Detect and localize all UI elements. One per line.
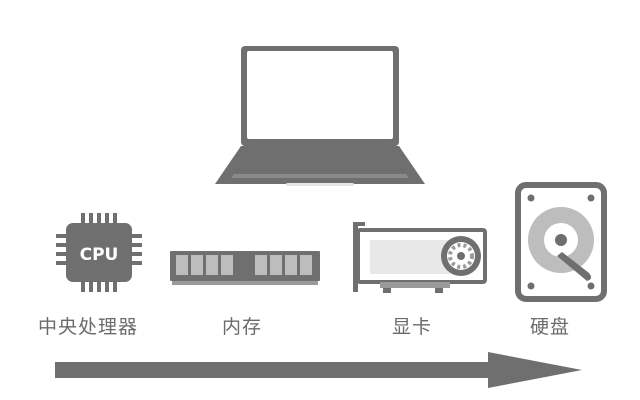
memory-label: 内存 [222, 316, 263, 338]
hard-disk-icon [515, 182, 607, 302]
laptop-icon [215, 46, 425, 186]
hard-disk-label: 硬盘 [530, 316, 571, 338]
direction-arrow-icon [55, 352, 582, 388]
graphics-card-label: 显卡 [392, 316, 433, 338]
graphics-card-icon [353, 222, 487, 293]
cpu-chip-icon: CPU [56, 213, 142, 292]
cpu-chip-label: CPU [80, 245, 119, 265]
ram-module-icon [170, 251, 320, 285]
cpu-label: 中央处理器 [38, 316, 139, 338]
